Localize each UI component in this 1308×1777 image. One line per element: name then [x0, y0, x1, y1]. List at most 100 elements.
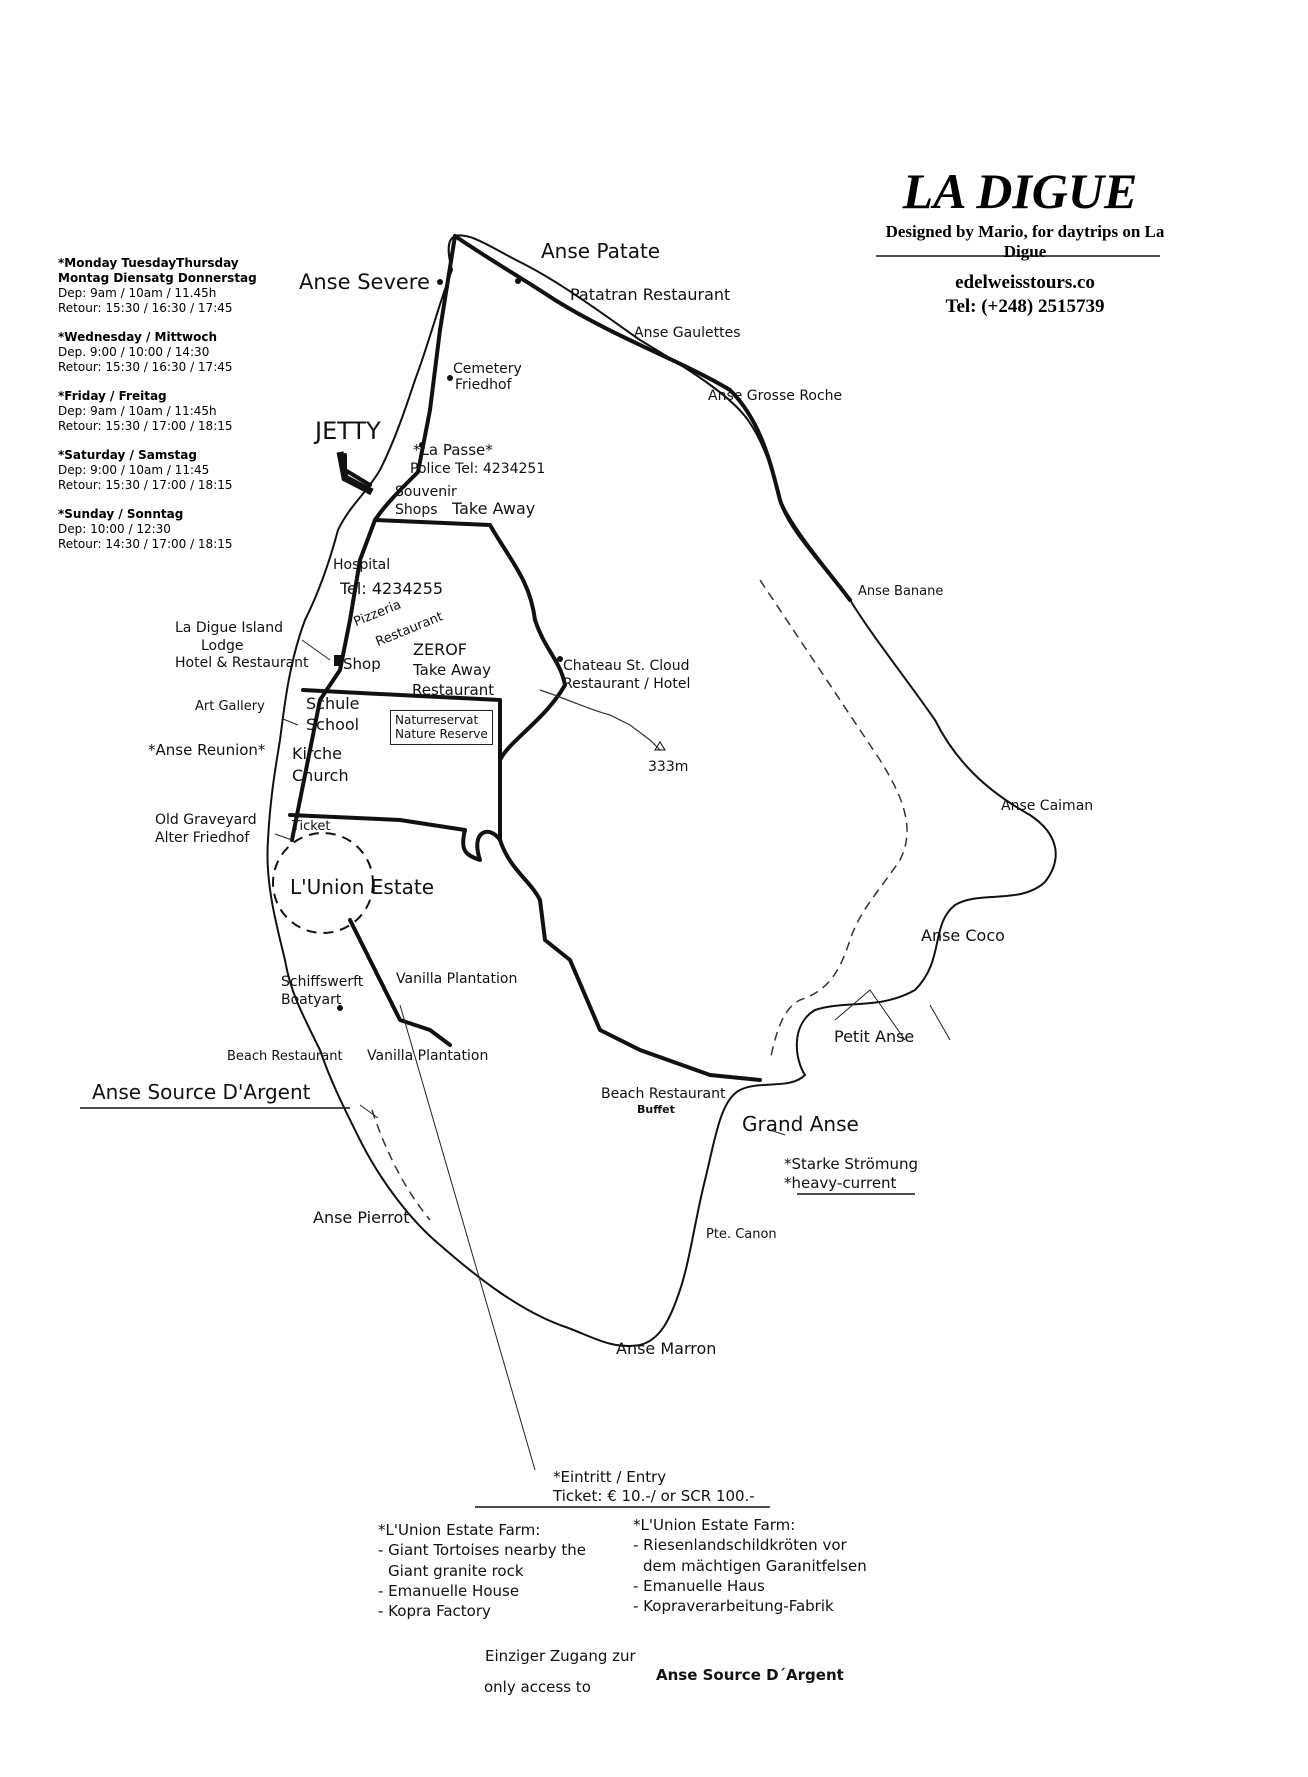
label-zerof-restaurant: Restaurant	[412, 681, 495, 699]
label-anse-banane: Anse Banane	[858, 584, 944, 599]
label-boatyard: Boatyart	[281, 992, 342, 1008]
road-north	[373, 234, 457, 522]
label-schiffswerft: Schiffswerft	[281, 974, 364, 990]
location-dots	[334, 278, 563, 1011]
farm-en-item: Giant granite rock	[388, 1561, 524, 1580]
farm-en-item: - Kopra Factory	[378, 1602, 491, 1620]
farm-de-item: - Kopraverarbeitung-Fabrik	[633, 1597, 834, 1615]
farm-info-de: *L'Union Estate Farm: - Riesenlandschild…	[633, 1515, 867, 1616]
label-kirche: Kirche	[292, 744, 342, 763]
label-old-graveyard: Old Graveyard	[155, 812, 257, 828]
schedule-days: *Wednesday / Mittwoch	[58, 330, 218, 344]
access-note-de: Einziger Zugang zur	[485, 1647, 636, 1665]
label-naturreservat: Naturreservat	[395, 713, 479, 727]
schedule-wed: *Wednesday / Mittwoch Dep. 9:00 / 10:00 …	[58, 330, 257, 375]
road-grand-anse	[498, 838, 762, 1082]
farm-de-item: - Riesenlandschildkröten vor	[633, 1536, 847, 1555]
label-cemetery: Cemetery	[453, 361, 522, 377]
schedule-days: *Monday TuesdayThursday	[58, 256, 239, 270]
label-pte-canon: Pte. Canon	[706, 1227, 777, 1242]
label-shops: Shops	[395, 502, 438, 518]
label-art-gallery: Art Gallery	[195, 699, 265, 714]
website: edelweisstours.co	[955, 272, 1095, 293]
label-peak: 333m	[648, 759, 689, 775]
label-grand-anse: Grand Anse	[742, 1112, 859, 1136]
farm-de-title: *L'Union Estate Farm:	[633, 1516, 796, 1534]
coastal-footpath	[759, 579, 908, 1061]
label-hospital-tel: Tel: 4234255	[340, 579, 444, 598]
label-starke-stroemung: *Starke Strömung	[784, 1155, 918, 1173]
schedule-dep: Dep: 9am / 10am / 11:45h	[58, 404, 217, 418]
label-la-passe: *La Passe*	[413, 441, 493, 459]
peak-trail	[539, 689, 661, 751]
label-hospital: Hospital	[333, 557, 391, 573]
label-lunion-estate: L'Union Estate	[290, 875, 435, 899]
label-jetty: JETTY	[315, 417, 381, 445]
label-police: Police Tel: 4234251	[410, 461, 546, 477]
label-beach-restaurant-west: Beach Restaurant	[227, 1049, 343, 1064]
ferry-schedule: *Monday TuesdayThursday Montag Diensatg …	[58, 256, 257, 552]
schedule-dep: Dep: 9:00 / 10am / 11:45	[58, 463, 210, 477]
schedule-dep: Dep: 10:00 / 12:30	[58, 522, 171, 536]
label-church: Church	[292, 766, 349, 785]
label-schule: Schule	[306, 694, 360, 713]
schedule-ret: Retour: 15:30 / 16:30 / 17:45	[58, 301, 233, 315]
coastline	[266, 234, 1057, 1347]
schedule-ret: Retour: 14:30 / 17:00 / 18:15	[58, 537, 233, 551]
label-lodge-2: Lodge	[201, 638, 244, 654]
label-zerof: ZEROF	[413, 640, 467, 659]
label-take-away: Take Away	[452, 499, 536, 518]
farm-de-item: - Emanuelle Haus	[633, 1576, 765, 1595]
label-anse-severe: Anse Severe	[299, 270, 430, 294]
west-coast-footpath	[371, 1109, 431, 1221]
label-lodge-3: Hotel & Restaurant	[175, 655, 309, 671]
schedule-days: *Saturday / Samstag	[58, 448, 197, 462]
label-anse-pierrot: Anse Pierrot	[313, 1208, 410, 1227]
label-vanilla-plantation-1: Vanilla Plantation	[396, 971, 518, 987]
label-buffet: Buffet	[637, 1103, 675, 1116]
schedule-fri: *Friday / Freitag Dep: 9am / 10am / 11:4…	[58, 389, 257, 434]
schedule-days-de: Montag Diensatg Donnerstag	[58, 271, 257, 285]
schedule-dep: Dep: 9am / 10am / 11.45h	[58, 286, 217, 300]
label-petit-anse: Petit Anse	[834, 1027, 915, 1046]
schedule-sun: *Sunday / Sonntag Dep: 10:00 / 12:30 Ret…	[58, 507, 257, 552]
label-heavy-current: *heavy-current	[784, 1174, 897, 1192]
label-souvenir: Souvenir	[395, 484, 457, 500]
farm-info-en: *L'Union Estate Farm: - Giant Tortoises …	[378, 1520, 586, 1621]
label-school: School	[306, 715, 360, 734]
schedule-days: *Sunday / Sonntag	[58, 507, 184, 521]
label-anse-grosse-roche: Anse Grosse Roche	[708, 388, 843, 404]
road-vanilla	[348, 918, 452, 1047]
underlines	[80, 255, 1160, 1508]
schedule-ret: Retour: 15:30 / 17:00 / 18:15	[58, 478, 233, 492]
road-church	[288, 813, 502, 862]
nature-reserve-box: Naturreservat Nature Reserve	[390, 710, 493, 745]
road-school	[301, 688, 502, 842]
access-note-place: Anse Source D´Argent	[656, 1666, 844, 1684]
schedule-sat: *Saturday / Samstag Dep: 9:00 / 10am / 1…	[58, 448, 257, 493]
map-title: LA DIGUE	[902, 163, 1138, 219]
schedule-ret: Retour: 15:30 / 16:30 / 17:45	[58, 360, 233, 374]
map-subtitle: Designed by Mario, for daytrips on La Di…	[885, 222, 1165, 261]
jetty-structure	[336, 451, 374, 496]
farm-en-item: - Giant Tortoises nearby the	[378, 1541, 587, 1560]
label-friedhof: Friedhof	[455, 377, 512, 393]
entry-label: *Eintritt / Entry	[553, 1468, 667, 1486]
schedule-mon: *Monday TuesdayThursday Montag Diensatg …	[58, 256, 257, 316]
peak-marker-icon	[654, 741, 666, 751]
farm-en-title: *L'Union Estate Farm:	[378, 1521, 541, 1539]
entry-ticket-price: Ticket: € 10.-/ or SCR 100.-	[553, 1487, 755, 1505]
schedule-ret: Retour: 15:30 / 17:00 / 18:15	[58, 419, 233, 433]
label-shop: Shop	[343, 655, 381, 673]
label-chateau: Chateau St. Cloud	[563, 658, 690, 674]
farm-en-item: - Emanuelle House	[378, 1581, 520, 1600]
lunion-estate-boundary	[272, 832, 374, 934]
label-ticket: Ticket	[292, 819, 331, 834]
access-note-en: only access to	[484, 1678, 591, 1696]
label-anse-marron: Anse Marron	[616, 1339, 717, 1358]
label-anse-source-dargent: Anse Source D'Argent	[92, 1080, 311, 1104]
road-jetty-south	[290, 518, 377, 842]
label-nature-reserve: Nature Reserve	[395, 727, 488, 742]
label-vanilla-plantation-2: Vanilla Plantation	[367, 1048, 489, 1064]
